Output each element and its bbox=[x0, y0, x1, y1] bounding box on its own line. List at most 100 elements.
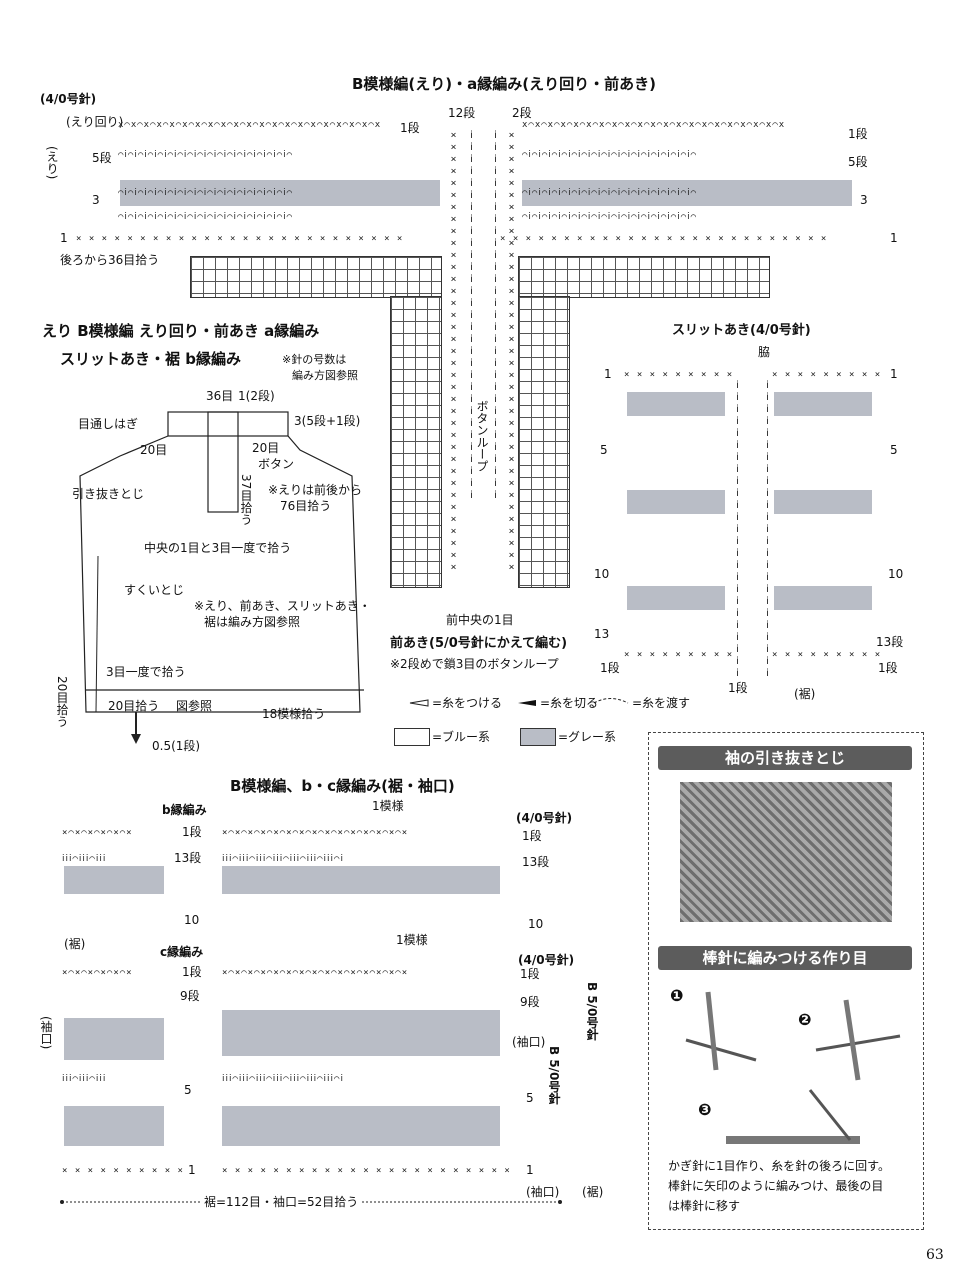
collar-label: (えり) bbox=[45, 146, 59, 180]
row-label: 1段 bbox=[400, 121, 420, 135]
row-label: 2段 bbox=[512, 106, 532, 120]
row-label: 1段 bbox=[600, 661, 620, 675]
row-label: 10 bbox=[528, 917, 544, 931]
one-pattern-label: 1模様 bbox=[372, 799, 404, 813]
gray-band bbox=[774, 490, 872, 514]
label-slip: 引き抜きとじ bbox=[72, 487, 145, 501]
one-pattern-label-2: 1模様 bbox=[396, 933, 428, 947]
row-label: 13段 bbox=[876, 635, 904, 649]
note-needle: ※針の号数は bbox=[282, 353, 347, 366]
label-button: ボタン bbox=[258, 457, 295, 471]
stitch-row: ⅰⅰⅰ⌒ⅰⅰⅰ⌒ⅰⅰⅰ bbox=[62, 854, 107, 864]
schematic-heading1: えり B模様編 えり回り・前あき a縁編み bbox=[42, 322, 320, 340]
bottom-section-title: B模様編、b・c縁編み(裾・袖口) bbox=[230, 777, 455, 795]
legend-pass: =糸を渡す bbox=[632, 696, 691, 710]
gray-band bbox=[627, 392, 725, 416]
step-3: ❸ bbox=[698, 1100, 712, 1119]
label-side: すくいとじ bbox=[124, 583, 185, 597]
hem-label: (裾) bbox=[64, 937, 86, 951]
center-stitch-column: ⅰⅰⅰⅰⅰⅰⅰⅰⅰⅰⅰⅰⅰⅰⅰⅰⅰⅰⅰⅰⅰⅰⅰⅰⅰⅰⅰⅰⅰⅰⅰ bbox=[466, 130, 477, 502]
row-label: 13 bbox=[594, 627, 610, 641]
stitch-row: ⌒ⅰ⌒ⅰ⌒ⅰ⌒ⅰ⌒ⅰ⌒ⅰ⌒ⅰ⌒ⅰ⌒ⅰ⌒ⅰ⌒ⅰ⌒ⅰ⌒ⅰ⌒ⅰ⌒ⅰ⌒ⅰ⌒ⅰ⌒ bbox=[118, 188, 294, 198]
label-collar-pick2: 76目拾う bbox=[280, 499, 332, 513]
gray-band bbox=[222, 1106, 500, 1146]
row-label: 10 bbox=[184, 913, 200, 927]
stitch-row: × × × × × × × × × bbox=[624, 370, 734, 380]
stitch-row: x⌒x⌒x⌒x⌒x⌒x⌒x⌒x⌒x⌒x⌒x⌒x⌒x⌒x⌒x⌒x⌒x⌒x⌒x⌒x⌒… bbox=[522, 120, 786, 130]
label-3: 3(5段+1段) bbox=[294, 414, 361, 428]
cuff-label: (袖口) bbox=[39, 1016, 53, 1050]
stitch-row: ×⌒×⌒×⌒×⌒×⌒×⌒×⌒×⌒×⌒×⌒×⌒×⌒×⌒×⌒× bbox=[222, 968, 409, 978]
slit-stitch-column: ⅰⅰⅰⅰⅰⅰⅰⅰⅰⅰⅰⅰⅰⅰⅰⅰⅰⅰⅰⅰⅰⅰⅰⅰⅰ bbox=[732, 380, 743, 680]
stitch-row: ⌒ⅰ⌒ⅰ⌒ⅰ⌒ⅰ⌒ⅰ⌒ⅰ⌒ⅰ⌒ⅰ⌒ⅰ⌒ⅰ⌒ⅰ⌒ⅰ⌒ⅰ⌒ⅰ⌒ⅰ⌒ⅰ⌒ⅰ⌒ bbox=[522, 188, 698, 198]
stitch-row: × × × × × × × × × bbox=[624, 650, 734, 660]
stitch-row: × × × × × × × × × × × × × × × × × × × × … bbox=[500, 234, 828, 244]
legend-blue: =ブルー系 bbox=[432, 730, 491, 744]
stitch-row: ⌒ⅰ⌒ⅰ⌒ⅰ⌒ⅰ⌒ⅰ⌒ⅰ⌒ⅰ⌒ⅰ⌒ⅰ⌒ⅰ⌒ⅰ⌒ⅰ⌒ⅰ⌒ⅰ⌒ⅰ⌒ⅰ⌒ⅰ⌒ bbox=[118, 212, 294, 222]
stitch-row: × × × × × × × × × × × × × × × × × × × × … bbox=[76, 234, 404, 244]
stitch-row: ⅰⅰⅰ⌒ⅰⅰⅰ⌒ⅰⅰⅰ bbox=[62, 1074, 107, 1084]
stitch-row: × × × × × × × × × × × × × × × × × × × × … bbox=[222, 1166, 511, 1176]
label-center: 中央の1目と3目一度で拾う bbox=[144, 541, 292, 555]
panel-title-2: 棒針に編みつける作り目 bbox=[658, 946, 912, 970]
legend-cut: =糸を切る bbox=[540, 696, 599, 710]
stitch-row: × × × × × × × × × × bbox=[62, 1166, 184, 1176]
step-2: ❷ bbox=[798, 1010, 812, 1029]
panel-desc-2: 棒針に矢印のように編みつけ、最後の目 bbox=[668, 1179, 884, 1193]
legend-attach: =糸をつける bbox=[432, 696, 503, 710]
gray-band bbox=[222, 866, 500, 894]
stitch-row: ⌒ⅰ⌒ⅰ⌒ⅰ⌒ⅰ⌒ⅰ⌒ⅰ⌒ⅰ⌒ⅰ⌒ⅰ⌒ⅰ⌒ⅰ⌒ⅰ⌒ⅰ⌒ⅰ⌒ⅰ⌒ⅰ⌒ⅰ⌒ bbox=[118, 150, 294, 160]
row-label: 5 bbox=[526, 1091, 534, 1105]
row-label: 9段 bbox=[180, 989, 200, 1003]
b-needle-label-2: B 5/0号針 bbox=[547, 1046, 561, 1105]
row-label: 1 bbox=[60, 231, 68, 245]
label-36: 36目 bbox=[206, 389, 234, 403]
footer-label: 裾=112目・袖口=52目拾う bbox=[200, 1196, 363, 1208]
label-note: ※えり、前あき、スリットあき・ bbox=[194, 599, 371, 613]
row-label: 3 bbox=[860, 193, 868, 207]
slit-stitch-column: ⅰⅰⅰⅰⅰⅰⅰⅰⅰⅰⅰⅰⅰⅰⅰⅰⅰⅰⅰⅰⅰⅰⅰⅰⅰ bbox=[762, 380, 773, 680]
center-stitch-column: ××××××××××××××××××××××××××××××××××××× bbox=[506, 130, 517, 574]
gray-band bbox=[522, 180, 852, 206]
front-opening-note: 前あき(5/0号針にかえて編む) bbox=[390, 636, 568, 651]
row-label: 5段 bbox=[92, 151, 112, 165]
gray-band bbox=[64, 1106, 164, 1146]
panel-desc-1: かぎ針に1目作り、糸を針の後ろに回す。 bbox=[668, 1159, 890, 1173]
collar-round-label: (えり回り) bbox=[66, 115, 124, 129]
row-label: 1 bbox=[526, 1163, 534, 1177]
technique-panel bbox=[648, 732, 924, 1230]
label-37: 37目拾う bbox=[239, 474, 253, 526]
b-edge-label: b縁編み bbox=[162, 803, 207, 817]
note-needle2: 編み方図参照 bbox=[292, 369, 358, 382]
row-label: 5 bbox=[890, 443, 898, 457]
gray-band bbox=[222, 1010, 500, 1056]
schematic-heading2: スリットあき・裾 b縁編み bbox=[60, 350, 241, 368]
label-3pick: 3目一度で拾う bbox=[106, 665, 186, 679]
row-label: 9段 bbox=[520, 995, 540, 1009]
legend-grey-swatch bbox=[520, 728, 556, 746]
gray-band bbox=[774, 586, 872, 610]
row-label: 13段 bbox=[174, 851, 202, 865]
knit-grid-right bbox=[518, 296, 570, 588]
row-label: 12段 bbox=[448, 106, 476, 120]
hem-label: (裾) bbox=[794, 687, 816, 701]
label-20pick: 20目拾う bbox=[108, 699, 160, 713]
gray-band bbox=[64, 1018, 164, 1060]
row-label: 5 bbox=[184, 1083, 192, 1097]
label-1-2: 1(2段) bbox=[238, 389, 275, 403]
top-section-title: B模様編(えり)・a縁編み(えり回り・前あき) bbox=[352, 75, 656, 93]
hem-label-2: (裾) bbox=[582, 1185, 604, 1199]
row-label: 1 bbox=[890, 367, 898, 381]
stitch-row: × × × × × × × × × bbox=[772, 370, 882, 380]
center-stitch-column: ⅰⅰⅰⅰⅰⅰⅰⅰⅰⅰⅰⅰⅰⅰⅰⅰⅰⅰⅰⅰⅰⅰⅰⅰⅰⅰⅰⅰⅰⅰⅰ bbox=[490, 130, 501, 502]
front-center-label: 前中央の1目 bbox=[446, 613, 514, 627]
legend-blue-swatch bbox=[394, 728, 430, 746]
knit-grid-left bbox=[390, 296, 442, 588]
side-label: 脇 bbox=[758, 345, 771, 359]
row-label: 1段 bbox=[522, 829, 542, 843]
stitch-row: ×⌒×⌒×⌒×⌒×⌒×⌒×⌒×⌒×⌒×⌒×⌒×⌒×⌒×⌒× bbox=[222, 828, 409, 838]
needle4-label: (4/0号針) bbox=[516, 811, 573, 825]
